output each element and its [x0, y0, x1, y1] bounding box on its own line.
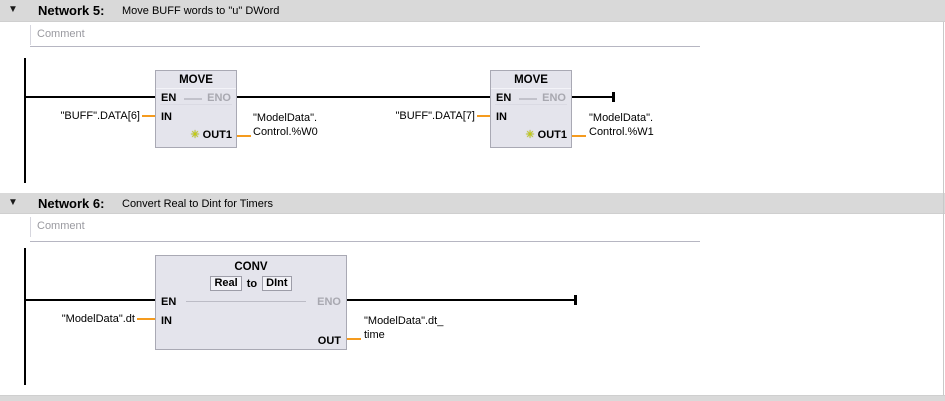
network-5-title: Network 5:: [38, 3, 105, 18]
pin-eno: ENO: [542, 92, 566, 104]
operand-wire: [142, 115, 155, 117]
pin-in: IN: [161, 315, 172, 327]
operand-wire: [137, 318, 155, 320]
pin-in: IN: [161, 111, 172, 123]
conv-input-operand[interactable]: "ModelData".dt: [61, 313, 135, 325]
operand-wire: [477, 115, 490, 117]
pin-row-separator: [160, 104, 232, 105]
conv-block[interactable]: CONV Real to DInt EN ENO IN OUT: [155, 255, 347, 350]
network-5-description[interactable]: Move BUFF words to "u" DWord: [122, 5, 280, 17]
power-rail: [24, 248, 26, 385]
network-5-comment-field[interactable]: Comment: [37, 28, 85, 40]
network-6-title: Network 6:: [38, 196, 105, 211]
operand-line: time: [364, 329, 385, 341]
move2-output-operand[interactable]: "ModelData". Control.%W1: [589, 111, 654, 139]
pin-en: EN: [496, 92, 512, 104]
rung-wire: [26, 96, 155, 98]
power-rail: [24, 58, 26, 183]
operand-wire: [572, 135, 586, 137]
conv-target-type-dropdown[interactable]: DInt: [262, 276, 292, 291]
move1-input-operand[interactable]: "BUFF".DATA[6]: [60, 110, 140, 122]
comment-left-border: [30, 25, 31, 45]
collapse-triangle-icon[interactable]: ▼: [8, 197, 18, 208]
network-6-header[interactable]: ▼ Network 6: Convert Real to Dint for Ti…: [0, 193, 945, 214]
output-modifier-star-icon: ✳: [190, 129, 200, 141]
network-6-description[interactable]: Convert Real to Dint for Timers: [122, 198, 273, 210]
operand-line: "ModelData".: [589, 112, 654, 124]
comment-separator: [30, 241, 700, 242]
rung-wire: [572, 96, 614, 98]
rung-end-tick: [574, 295, 577, 305]
rung-end-tick: [612, 92, 615, 102]
move1-output-operand[interactable]: "ModelData". Control.%W0: [253, 111, 318, 139]
conv-source-type-dropdown[interactable]: Real: [210, 276, 242, 291]
operand-wire: [237, 135, 251, 137]
rung-wire: [26, 299, 155, 301]
conv-output-operand[interactable]: "ModelData".dt_ time: [364, 314, 443, 342]
collapse-triangle-icon[interactable]: ▼: [8, 4, 18, 15]
operand-line: "ModelData".dt_: [364, 315, 444, 327]
network-5-header[interactable]: ▼ Network 5: Move BUFF words to "u" DWor…: [0, 0, 945, 22]
operand-line: Control.%W0: [253, 126, 318, 138]
pin-en: EN: [161, 296, 177, 308]
pin-out1[interactable]: ✳ OUT1: [190, 128, 232, 142]
comment-left-border: [30, 217, 31, 237]
en-eno-link: [184, 98, 202, 100]
editor-bottom-strip: [0, 395, 945, 401]
pin-out1[interactable]: ✳ OUT1: [525, 128, 567, 142]
operand-line: "ModelData".: [253, 112, 318, 124]
pin-out1-label: OUT1: [537, 128, 567, 141]
comment-separator: [30, 46, 700, 47]
block-title: CONV: [234, 261, 268, 273]
en-eno-link: [186, 301, 306, 302]
rung-wire: [347, 299, 576, 301]
network-6-comment-field[interactable]: Comment: [37, 220, 85, 232]
move2-input-operand[interactable]: "BUFF".DATA[7]: [395, 110, 475, 122]
block-title: MOVE: [156, 71, 236, 89]
pin-eno: ENO: [207, 92, 231, 104]
en-eno-link: [519, 98, 537, 100]
pin-out: OUT: [317, 335, 341, 347]
pin-eno: ENO: [317, 296, 341, 308]
pin-en: EN: [161, 92, 177, 104]
move-block-1[interactable]: MOVE EN ENO IN ✳ OUT1: [155, 70, 237, 148]
output-modifier-star-icon: ✳: [525, 129, 535, 141]
rung-wire: [237, 96, 490, 98]
editor-right-border: [943, 22, 944, 395]
operand-line: Control.%W1: [589, 126, 654, 138]
conv-to-word: to: [246, 277, 258, 290]
pin-row-separator: [495, 104, 567, 105]
move-block-2[interactable]: MOVE EN ENO IN ✳ OUT1: [490, 70, 572, 148]
pin-out1-label: OUT1: [202, 128, 232, 141]
block-title: MOVE: [491, 71, 571, 89]
conv-type-row: Real to DInt: [156, 275, 346, 292]
operand-wire: [347, 338, 361, 340]
pin-in: IN: [496, 111, 507, 123]
